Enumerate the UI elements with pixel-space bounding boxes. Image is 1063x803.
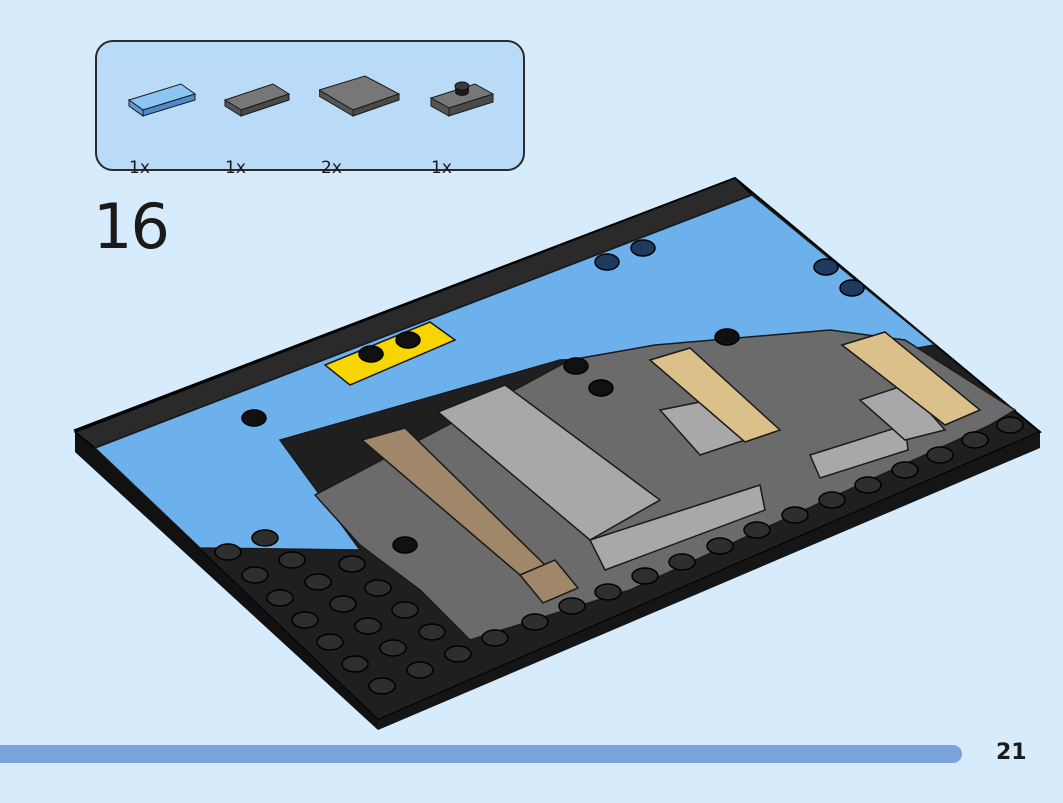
tile-studs xyxy=(241,239,865,554)
part-quantity: 1x xyxy=(431,158,452,178)
part-quantity: 1x xyxy=(225,158,246,178)
light-gray-tile xyxy=(436,384,662,541)
light-blue-tiles xyxy=(93,194,937,551)
plate-with-stud-icon xyxy=(429,81,495,117)
progress-bar xyxy=(0,745,962,763)
part-dark-gray-plate-with-stud: 1x xyxy=(429,72,519,178)
dark-gray-tile-icon xyxy=(223,83,291,117)
dark-gray-large-tile-icon xyxy=(319,75,401,117)
part-light-blue-tile: 1x xyxy=(127,72,217,178)
part-quantity: 1x xyxy=(129,158,150,178)
part-dark-gray-tile: 1x xyxy=(223,72,313,178)
baseplate-studs xyxy=(214,416,1024,695)
part-quantity: 2x xyxy=(321,158,342,178)
part-dark-gray-large-tile: 2x xyxy=(319,72,409,178)
step-number: 16 xyxy=(93,190,170,263)
yellow-tile xyxy=(323,321,457,386)
parts-callout: 1x 1x 2x 1x xyxy=(95,40,525,178)
light-blue-tile-icon xyxy=(127,83,197,117)
page-number: 21 xyxy=(996,740,1027,765)
tan-tile xyxy=(648,347,782,443)
